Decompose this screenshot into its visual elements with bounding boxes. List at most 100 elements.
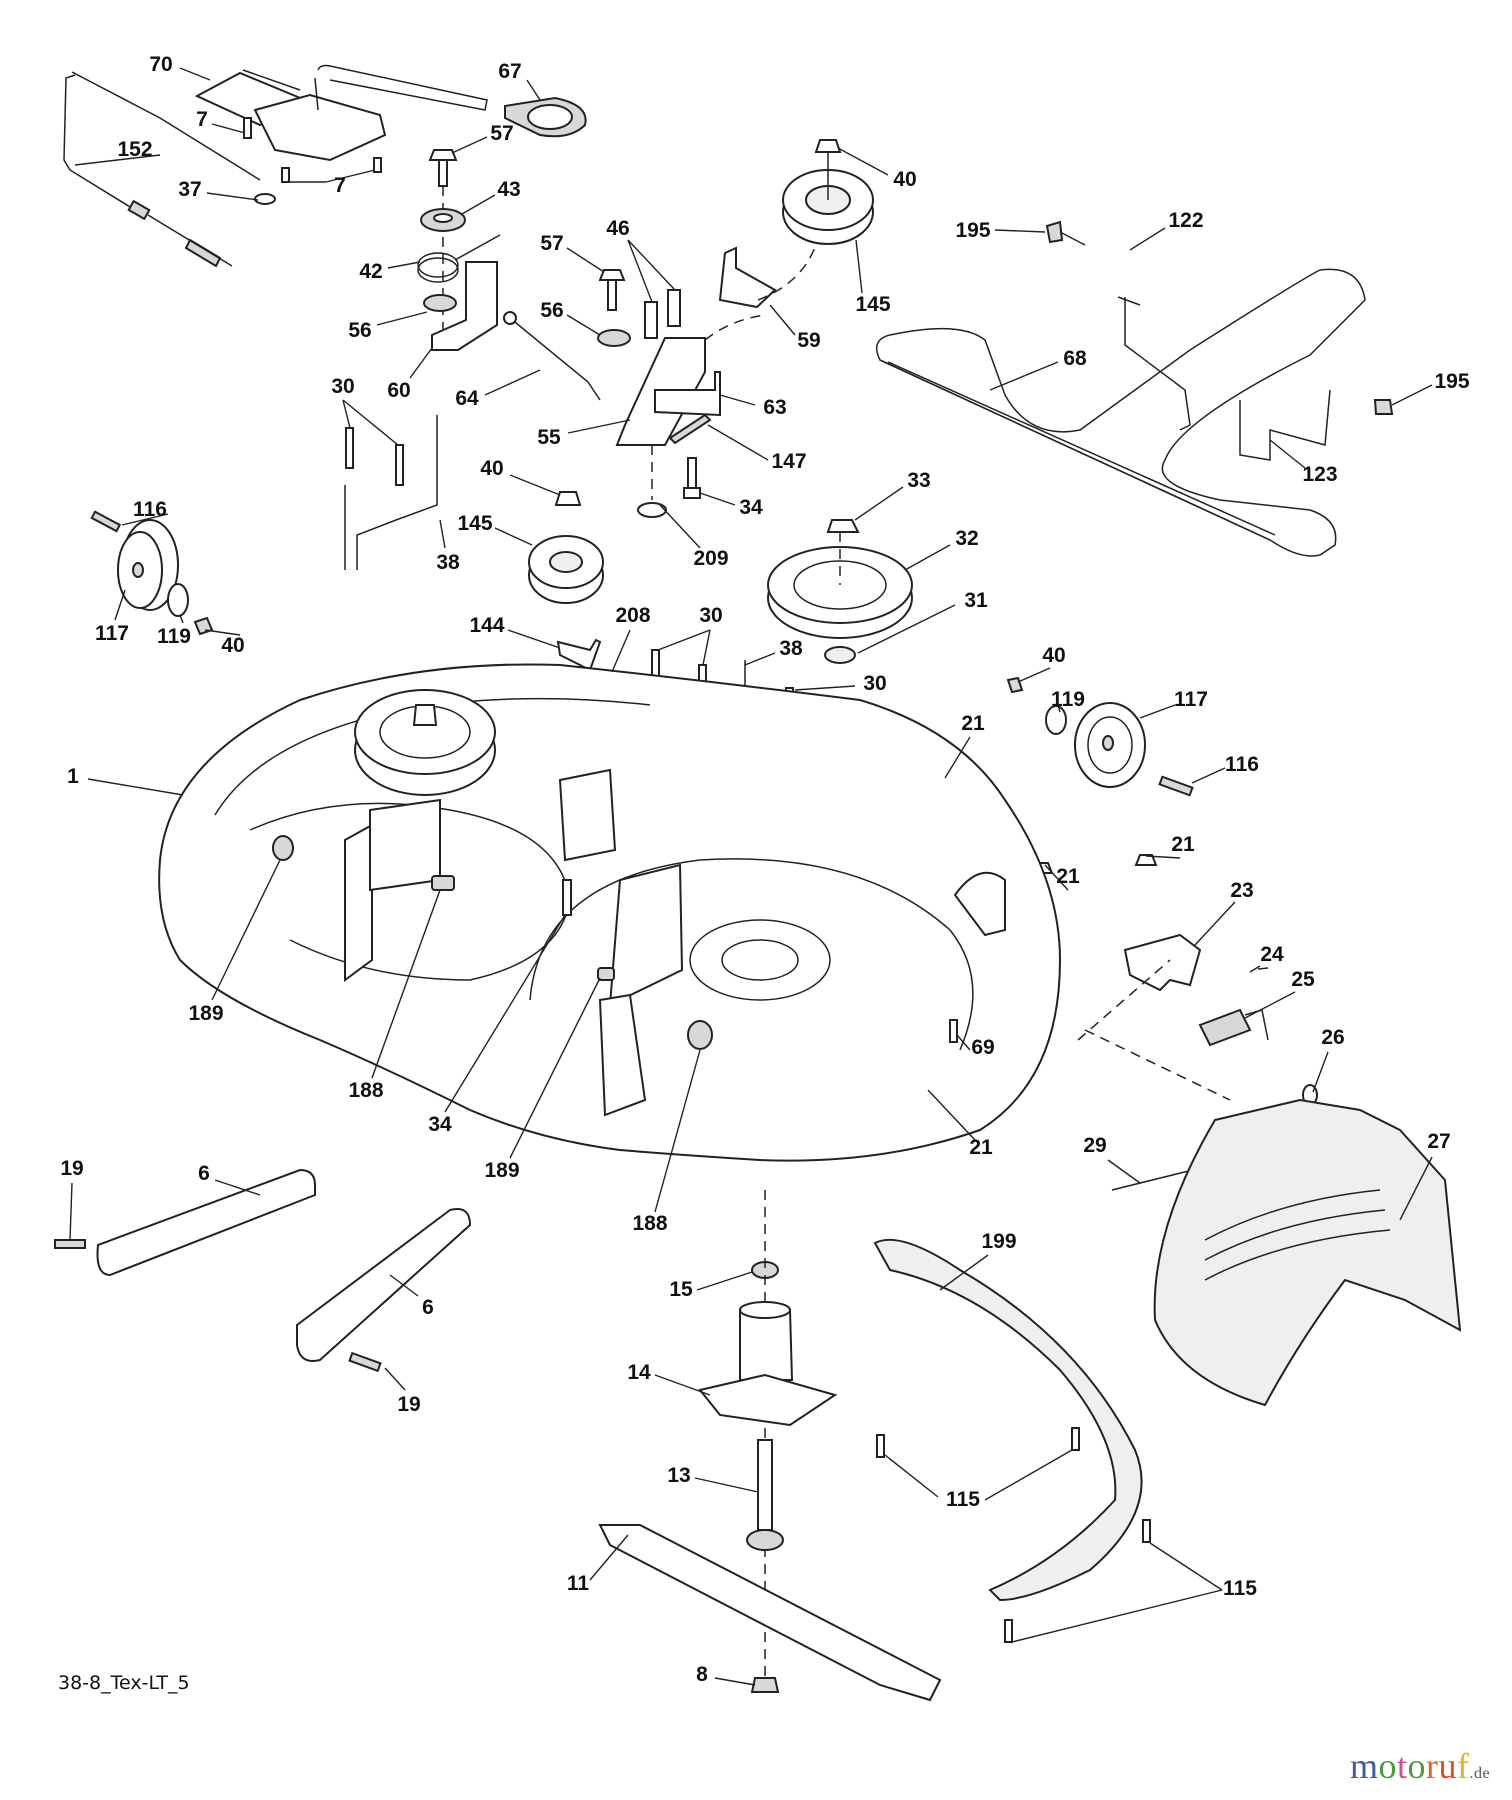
discharge-chute-27-part[interactable]: [1153, 1098, 1462, 1407]
callout-188b[interactable]: 188: [632, 1212, 668, 1235]
callout-60[interactable]: 60: [387, 379, 411, 402]
callout-123[interactable]: 123: [1302, 463, 1338, 486]
bearing-189-part[interactable]: [272, 835, 713, 1050]
callout-59[interactable]: 59: [797, 329, 821, 352]
bolt-34-part[interactable]: [683, 457, 701, 499]
callout-115[interactable]: 115: [946, 1488, 980, 1511]
callout-188[interactable]: 188: [348, 1079, 384, 1102]
callout-19b[interactable]: 19: [397, 1393, 421, 1416]
callout-14[interactable]: 14: [627, 1361, 651, 1384]
washer-56-part[interactable]: [423, 294, 457, 312]
callout-117[interactable]: 117: [95, 622, 129, 645]
bolt-7-part[interactable]: [243, 117, 382, 183]
callout-208[interactable]: 208: [615, 604, 651, 627]
callout-63[interactable]: 63: [763, 396, 787, 419]
callout-46[interactable]: 46: [606, 217, 630, 240]
bolt-116b-part[interactable]: [1158, 775, 1194, 797]
callout-119b[interactable]: 119: [1051, 688, 1085, 711]
callout-209[interactable]: 209: [693, 547, 729, 570]
callout-6b[interactable]: 6: [422, 1296, 434, 1319]
blade-11-part[interactable]: [598, 1524, 942, 1702]
drive-belt-68-part[interactable]: [875, 268, 1366, 557]
callout-68[interactable]: 68: [1063, 347, 1087, 370]
washer-43-part[interactable]: [420, 208, 466, 232]
callout-31[interactable]: 31: [964, 589, 988, 612]
callout-40d[interactable]: 40: [1042, 644, 1066, 667]
callout-195b[interactable]: 195: [1434, 370, 1470, 393]
callout-64[interactable]: 64: [455, 387, 479, 410]
callout-152[interactable]: 152: [117, 138, 153, 161]
bolt-30-part[interactable]: [345, 427, 404, 486]
nut-40b-part[interactable]: [193, 616, 214, 636]
callout-1[interactable]: 1: [67, 765, 79, 788]
callout-145b[interactable]: 145: [457, 512, 493, 535]
callout-25[interactable]: 25: [1291, 968, 1315, 991]
callout-119[interactable]: 119: [157, 625, 191, 648]
callout-6[interactable]: 6: [198, 1162, 210, 1185]
belt-guide-122-part[interactable]: [1117, 296, 1191, 431]
bracket-23-part[interactable]: [1123, 933, 1202, 992]
spring-147-part[interactable]: [668, 413, 712, 445]
callout-57b[interactable]: 57: [540, 232, 564, 255]
callout-115b[interactable]: 115: [1223, 1577, 1257, 1600]
washer-56b-part[interactable]: [597, 329, 631, 347]
callout-34[interactable]: 34: [739, 496, 763, 519]
callout-13[interactable]: 13: [667, 1464, 691, 1487]
deck-hanger-6-part[interactable]: [96, 1168, 472, 1362]
pin-24-part[interactable]: [1249, 965, 1261, 973]
bolt-57b-part[interactable]: [598, 269, 626, 311]
callout-27[interactable]: 27: [1427, 1130, 1451, 1153]
callout-8[interactable]: 8: [696, 1663, 708, 1686]
cable-part[interactable]: [63, 71, 261, 268]
callout-38b[interactable]: 38: [779, 637, 803, 660]
motoruf-logo[interactable]: motoruf.de: [1350, 1745, 1490, 1787]
callout-147[interactable]: 147: [771, 450, 807, 473]
callout-43[interactable]: 43: [497, 178, 521, 201]
blade-pulley-32-part[interactable]: [767, 532, 913, 639]
washer-37-part[interactable]: [254, 193, 276, 205]
bracket-188-part[interactable]: [431, 875, 615, 981]
rod-38-part[interactable]: [344, 415, 438, 570]
idler-pulley-145-part[interactable]: [782, 139, 874, 245]
callout-21d[interactable]: 21: [969, 1136, 993, 1159]
rod-64-part[interactable]: [503, 311, 601, 401]
callout-56b[interactable]: 56: [540, 299, 564, 322]
spindle-housing-14-part[interactable]: [698, 1301, 838, 1427]
callout-15[interactable]: 15: [669, 1278, 693, 1301]
callout-30b[interactable]: 30: [699, 604, 723, 627]
callout-7b[interactable]: 7: [334, 174, 346, 197]
callout-37[interactable]: 37: [178, 178, 202, 201]
callout-67[interactable]: 67: [498, 60, 522, 83]
gauge-wheel-117-part[interactable]: [117, 519, 179, 611]
spindle-shaft-13-part[interactable]: [746, 1439, 784, 1551]
callout-195[interactable]: 195: [955, 219, 991, 242]
callout-55[interactable]: 55: [537, 426, 561, 449]
callout-70[interactable]: 70: [149, 53, 173, 76]
bolt-46-part[interactable]: [644, 289, 681, 339]
callout-19[interactable]: 19: [60, 1157, 84, 1180]
bolt-19-part[interactable]: [54, 1239, 382, 1373]
callout-199[interactable]: 199: [981, 1230, 1017, 1253]
callout-29[interactable]: 29: [1083, 1134, 1107, 1157]
belt-guide-123-part[interactable]: [1239, 389, 1331, 461]
deck-bracket-part[interactable]: [344, 768, 684, 1117]
callout-21[interactable]: 21: [961, 712, 985, 735]
bolt-115-part[interactable]: [876, 1427, 1151, 1643]
callout-11[interactable]: 11: [566, 1572, 590, 1595]
bolt-69-part[interactable]: [949, 1019, 958, 1043]
callout-69[interactable]: 69: [971, 1036, 995, 1059]
mower-deck-1-part[interactable]: [158, 663, 1062, 1162]
callout-56[interactable]: 56: [348, 319, 372, 342]
screw-195-part[interactable]: [1045, 220, 1394, 415]
callout-34b[interactable]: 34: [428, 1113, 452, 1136]
callout-189b[interactable]: 189: [484, 1159, 520, 1182]
washer-209-part[interactable]: [637, 502, 667, 518]
callout-7[interactable]: 7: [196, 108, 208, 131]
callout-122[interactable]: 122: [1168, 209, 1204, 232]
washer-119-part[interactable]: [167, 583, 189, 617]
callout-40c[interactable]: 40: [221, 634, 245, 657]
bolt-34b-part[interactable]: [562, 879, 572, 916]
baffle-199-part[interactable]: [873, 1238, 1143, 1602]
blade-bolt-8-part[interactable]: [750, 1677, 780, 1693]
callout-116b[interactable]: 116: [1225, 753, 1259, 776]
